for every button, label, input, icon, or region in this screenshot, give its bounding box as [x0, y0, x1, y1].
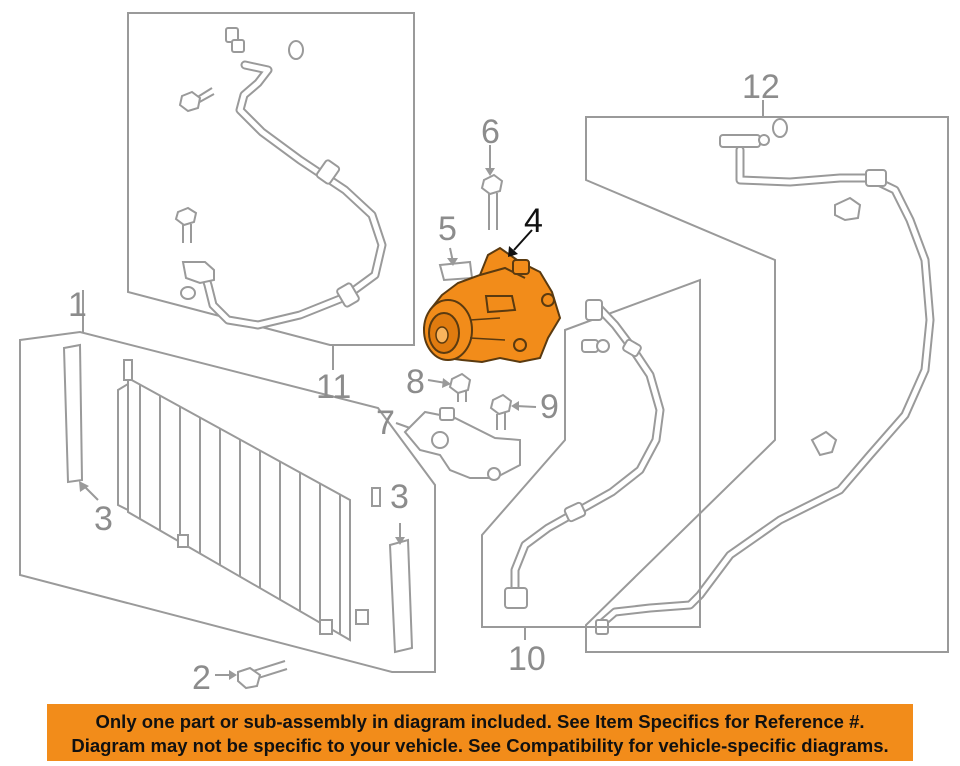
- panel-hose-12: [585, 100, 949, 653]
- bolt-icon: [237, 660, 288, 690]
- bolt-icon: [448, 372, 472, 402]
- bolt-icon: [178, 87, 215, 113]
- callout-7: 7: [376, 404, 395, 442]
- callout-6: 6: [481, 113, 500, 151]
- panel-hose-11: [127, 12, 415, 370]
- callout-8: 8: [406, 363, 425, 401]
- disclaimer-line-1: Only one part or sub-assembly in diagram…: [95, 711, 865, 732]
- callout-1: 1: [68, 286, 87, 324]
- callout-12: 12: [742, 68, 780, 106]
- compressor-bracket-7: [403, 407, 521, 481]
- bolt-icon: [480, 173, 504, 230]
- condenser-fins: [139, 384, 341, 634]
- callout-4: 4: [524, 202, 543, 240]
- callout-10: 10: [508, 640, 546, 678]
- ac-compressor: [422, 246, 562, 364]
- callout-5: 5: [438, 210, 457, 248]
- panel-condenser-1: [19, 290, 436, 690]
- parts-diagram: 1 2 3 3 4 5 6 7 8 9 10 11 12: [19, 12, 949, 697]
- disclaimer-line-2: Diagram may not be specific to your vehi…: [71, 735, 889, 756]
- callout-9: 9: [540, 388, 559, 426]
- callout-3-left: 3: [94, 500, 113, 538]
- disclaimer-banner: Only one part or sub-assembly in diagram…: [47, 704, 913, 761]
- callout-2: 2: [192, 659, 211, 697]
- callout-11: 11: [316, 368, 351, 406]
- bolt-icon: [174, 206, 198, 243]
- panel-hose-10: [481, 278, 701, 640]
- bolt-icon: [489, 393, 513, 430]
- compressor-bracket-5: [438, 260, 474, 282]
- callout-3-right: 3: [390, 478, 409, 516]
